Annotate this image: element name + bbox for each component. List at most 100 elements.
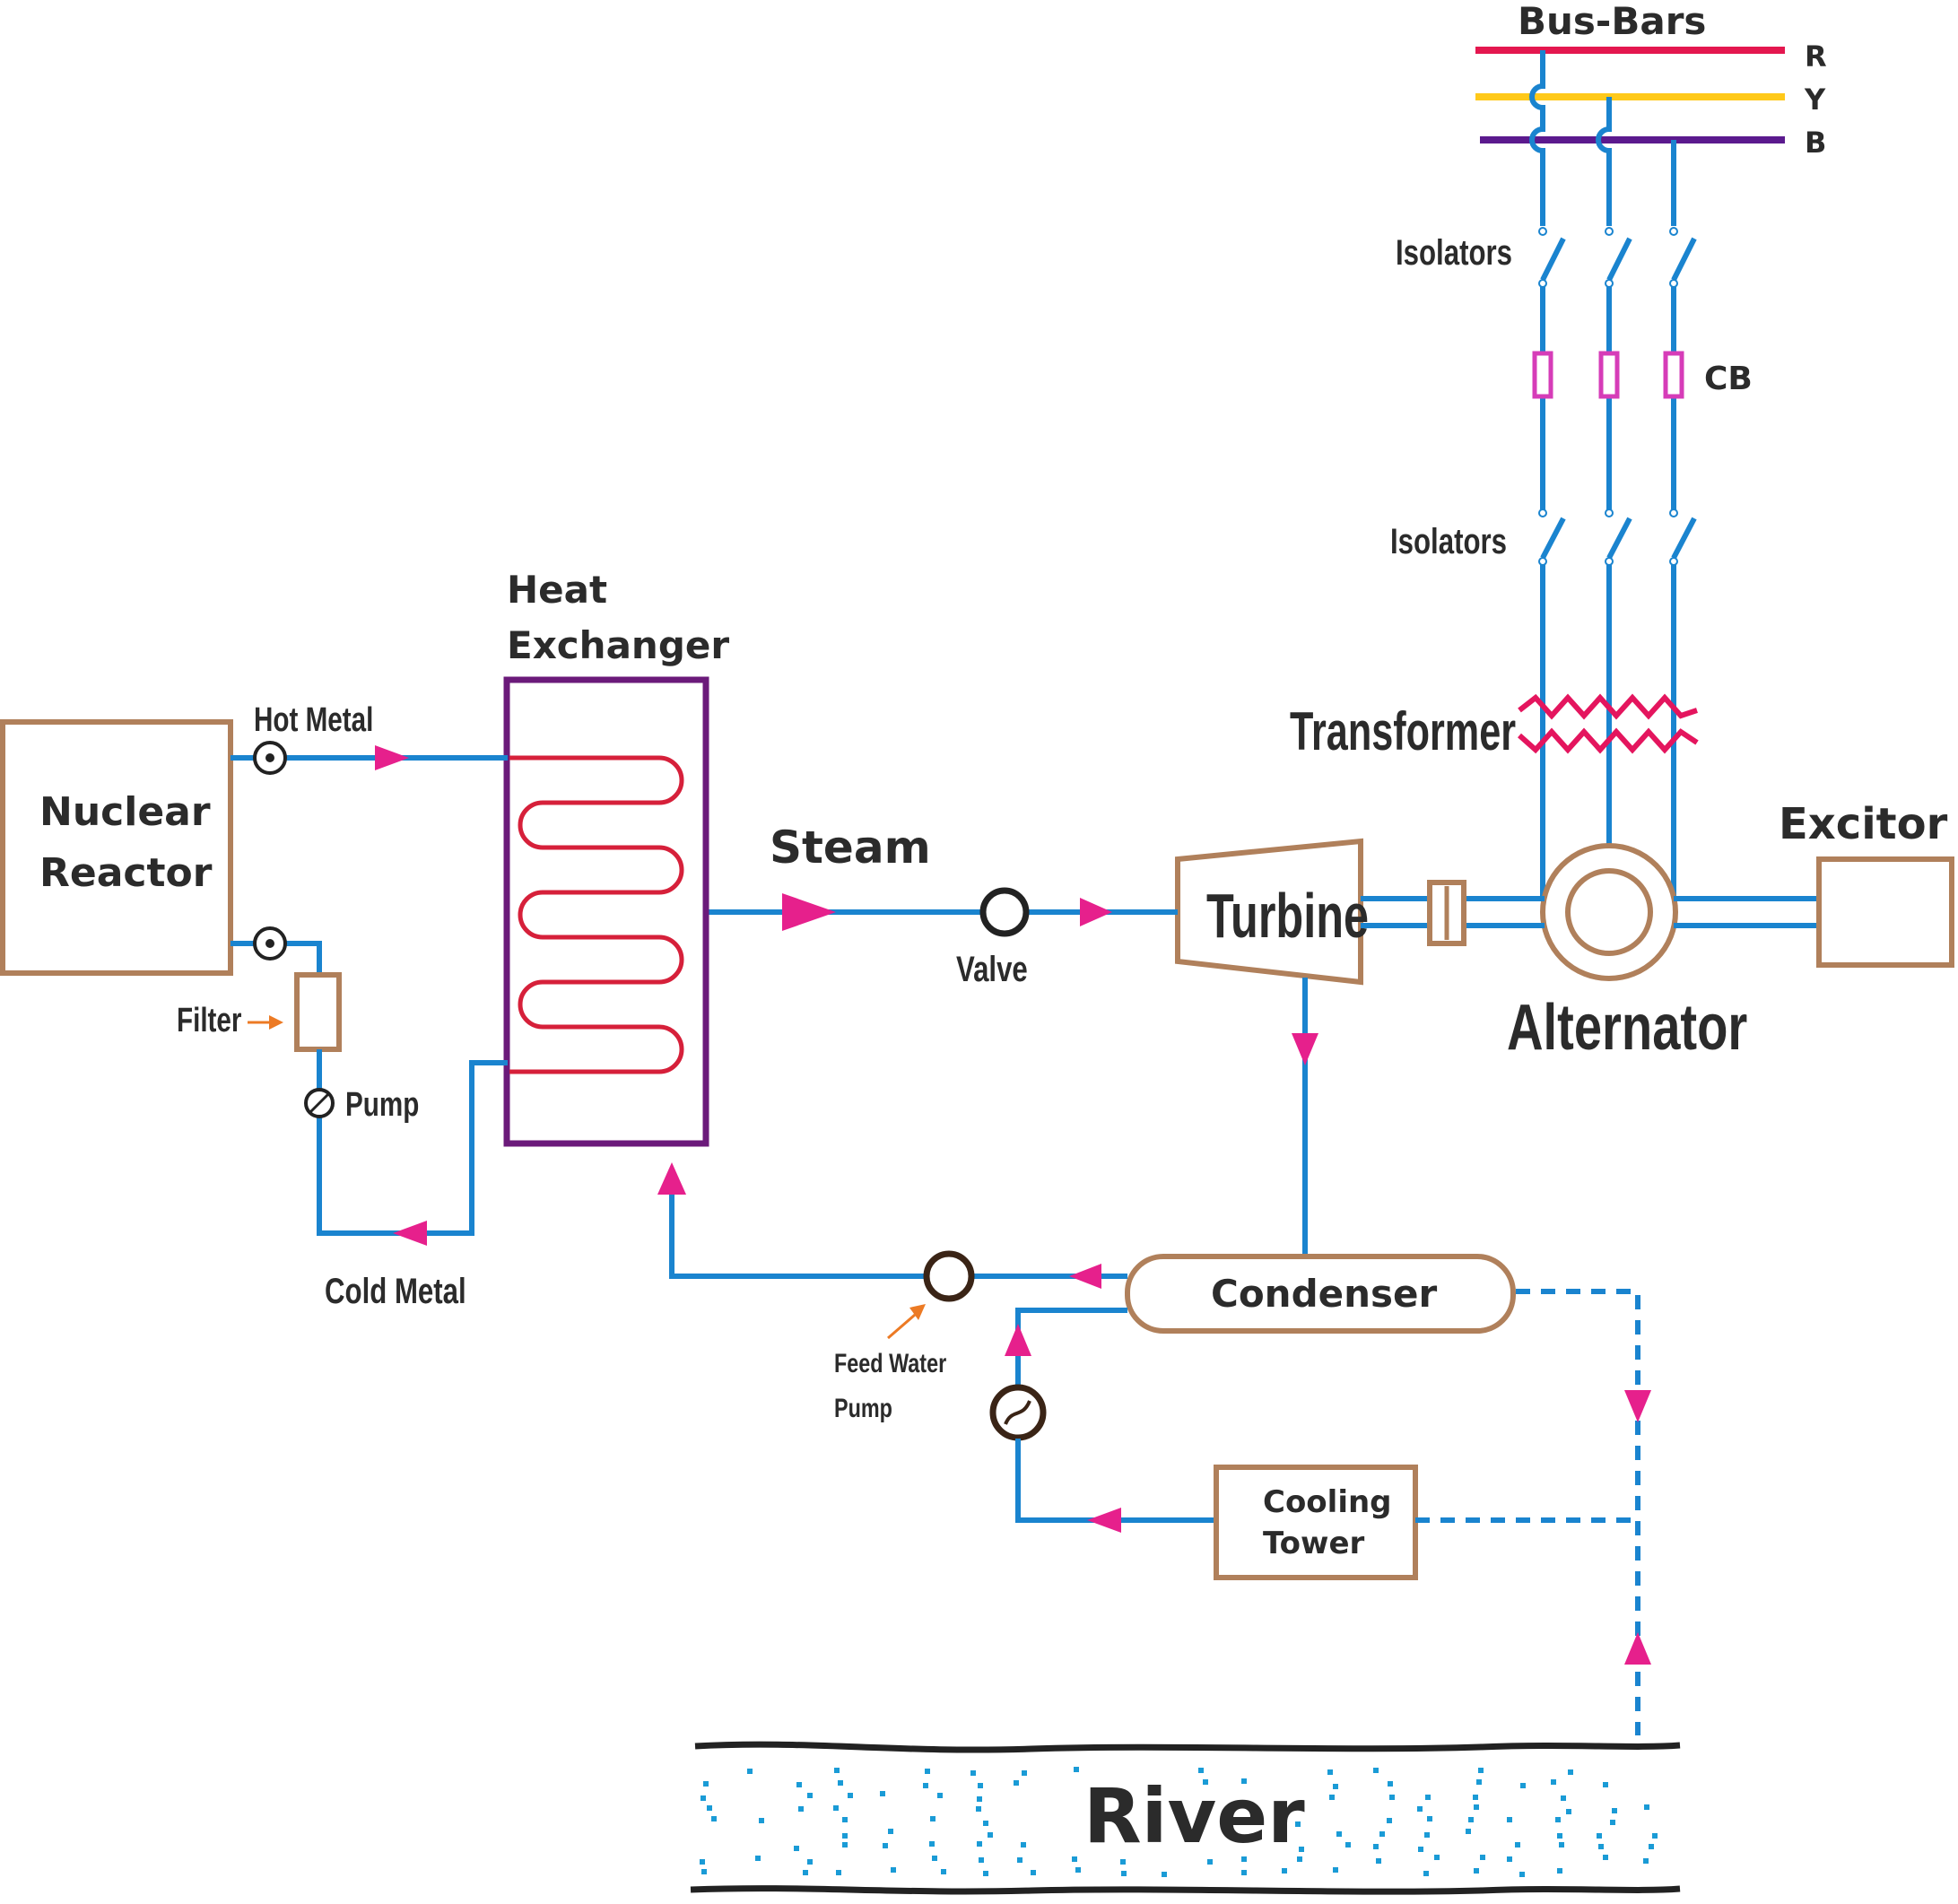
river-dot <box>970 1770 976 1776</box>
heat-exchanger-label-line2: Exchanger <box>507 623 729 667</box>
river-dot <box>1379 1831 1385 1837</box>
river-dot <box>755 1856 761 1861</box>
river-dot <box>1241 1778 1247 1784</box>
cooling-return-pipe-top <box>1015 1308 1127 1387</box>
river-dot <box>798 1806 804 1812</box>
river-dot <box>1478 1768 1484 1773</box>
nuclear-reactor-box <box>0 719 233 976</box>
river-dot <box>1072 1856 1077 1862</box>
river-dot <box>1241 1870 1247 1875</box>
river-dot <box>1551 1779 1556 1785</box>
river-dot <box>1555 1817 1561 1822</box>
river-dot <box>759 1818 764 1823</box>
river-dot <box>807 1793 813 1798</box>
river-dot <box>1603 1855 1608 1860</box>
river-dot <box>976 1806 981 1812</box>
pump-icon-slash <box>309 1092 330 1114</box>
river-dot <box>1329 1795 1335 1800</box>
river-dot <box>1345 1842 1351 1847</box>
phase-label-y: Y <box>1804 83 1826 117</box>
river-dot <box>1559 1842 1564 1847</box>
river-dot <box>833 1805 839 1811</box>
river-dot <box>983 1871 988 1876</box>
river-dot <box>1652 1833 1658 1839</box>
river-dot <box>937 1793 943 1798</box>
river-water-dashed-lines <box>1415 1289 1640 1735</box>
turbine-label: Turbine <box>1206 881 1369 951</box>
pump-label: Pump <box>345 1086 419 1124</box>
river-dot <box>978 1783 983 1788</box>
river-dot <box>1425 1795 1431 1800</box>
river-down-arrow <box>1624 1390 1651 1422</box>
cooling-pipe-bottom <box>1015 1439 1216 1523</box>
valve <box>979 887 1030 937</box>
valve-label: Valve <box>956 949 1028 989</box>
cold-metal-flow-meter-dot <box>265 939 274 948</box>
lower-isolators <box>1538 509 1697 566</box>
river-dot <box>1207 1859 1213 1865</box>
steam-label: Steam <box>770 822 931 874</box>
feedwater-up-arrow <box>657 1162 686 1195</box>
river-dot <box>1336 1831 1342 1837</box>
river-dot <box>1418 1847 1423 1852</box>
river-dot <box>834 1768 840 1773</box>
river-dot <box>1295 1821 1301 1827</box>
cooling-tower-box <box>1214 1465 1418 1580</box>
river-dot <box>848 1793 853 1798</box>
feedwater-arrow <box>1069 1264 1101 1289</box>
river-water-dots <box>700 1767 1658 1877</box>
river-dot <box>794 1846 799 1851</box>
river-dot <box>1373 1844 1379 1849</box>
river-dot <box>1297 1856 1302 1862</box>
river-dot <box>1644 1804 1649 1810</box>
river-dot <box>1075 1867 1081 1873</box>
cooling-tower-label-line1: Cooling <box>1263 1484 1392 1520</box>
river-dot <box>1203 1779 1208 1785</box>
river-dot <box>1427 1816 1432 1821</box>
bus-bars-title: Bus-Bars <box>1518 0 1706 43</box>
cooling-arrow <box>1087 1508 1121 1533</box>
phase-label-r: R <box>1805 39 1827 74</box>
river-bank-bottom <box>690 1885 1681 1895</box>
river-dot <box>701 1869 707 1874</box>
river-dot <box>1643 1858 1649 1864</box>
river-dot <box>891 1867 896 1873</box>
river-dot <box>803 1870 808 1875</box>
river-dot <box>1561 1795 1566 1801</box>
cooling-pump-glyph <box>1004 1400 1031 1425</box>
river-dot <box>880 1791 885 1796</box>
river-dot <box>1198 1768 1204 1773</box>
river-dot <box>1241 1856 1247 1862</box>
river-dot <box>1476 1779 1482 1785</box>
river-dot <box>842 1842 848 1847</box>
river-dot <box>977 1841 982 1847</box>
feed-water-pump-label-line2: Pump <box>834 1393 892 1422</box>
river-dot <box>1520 1783 1526 1788</box>
river-dot <box>1434 1855 1440 1860</box>
river-dot <box>1031 1870 1036 1875</box>
feed-water-pointer-arrow <box>887 1304 926 1340</box>
river-dot <box>703 1781 709 1787</box>
alternator-label: Alternator <box>1507 991 1747 1063</box>
river-dot <box>941 1869 946 1874</box>
cold-metal-pipe <box>317 1049 508 1236</box>
river-dot <box>1014 1780 1019 1786</box>
river-dot <box>1417 1806 1423 1812</box>
river-dot <box>883 1843 888 1848</box>
isolators-bottom-label: Isolators <box>1390 521 1507 561</box>
river-dot <box>707 1805 712 1811</box>
river-dot <box>1373 1768 1379 1773</box>
river-dot <box>711 1816 717 1821</box>
turbine-body <box>1175 838 1363 986</box>
top-isolators <box>1538 227 1697 288</box>
river-dot <box>1610 1820 1615 1825</box>
river-dot <box>1333 1784 1338 1789</box>
river-dot <box>1074 1767 1079 1772</box>
circuit-breakers <box>1532 351 1684 399</box>
cold-metal-arrow <box>393 1221 427 1246</box>
river-dot <box>977 1796 982 1802</box>
exhaust-arrow <box>1292 1033 1318 1065</box>
reactor-label-line1: Nuclear <box>39 789 211 835</box>
steam-flow-arrow <box>782 893 836 931</box>
